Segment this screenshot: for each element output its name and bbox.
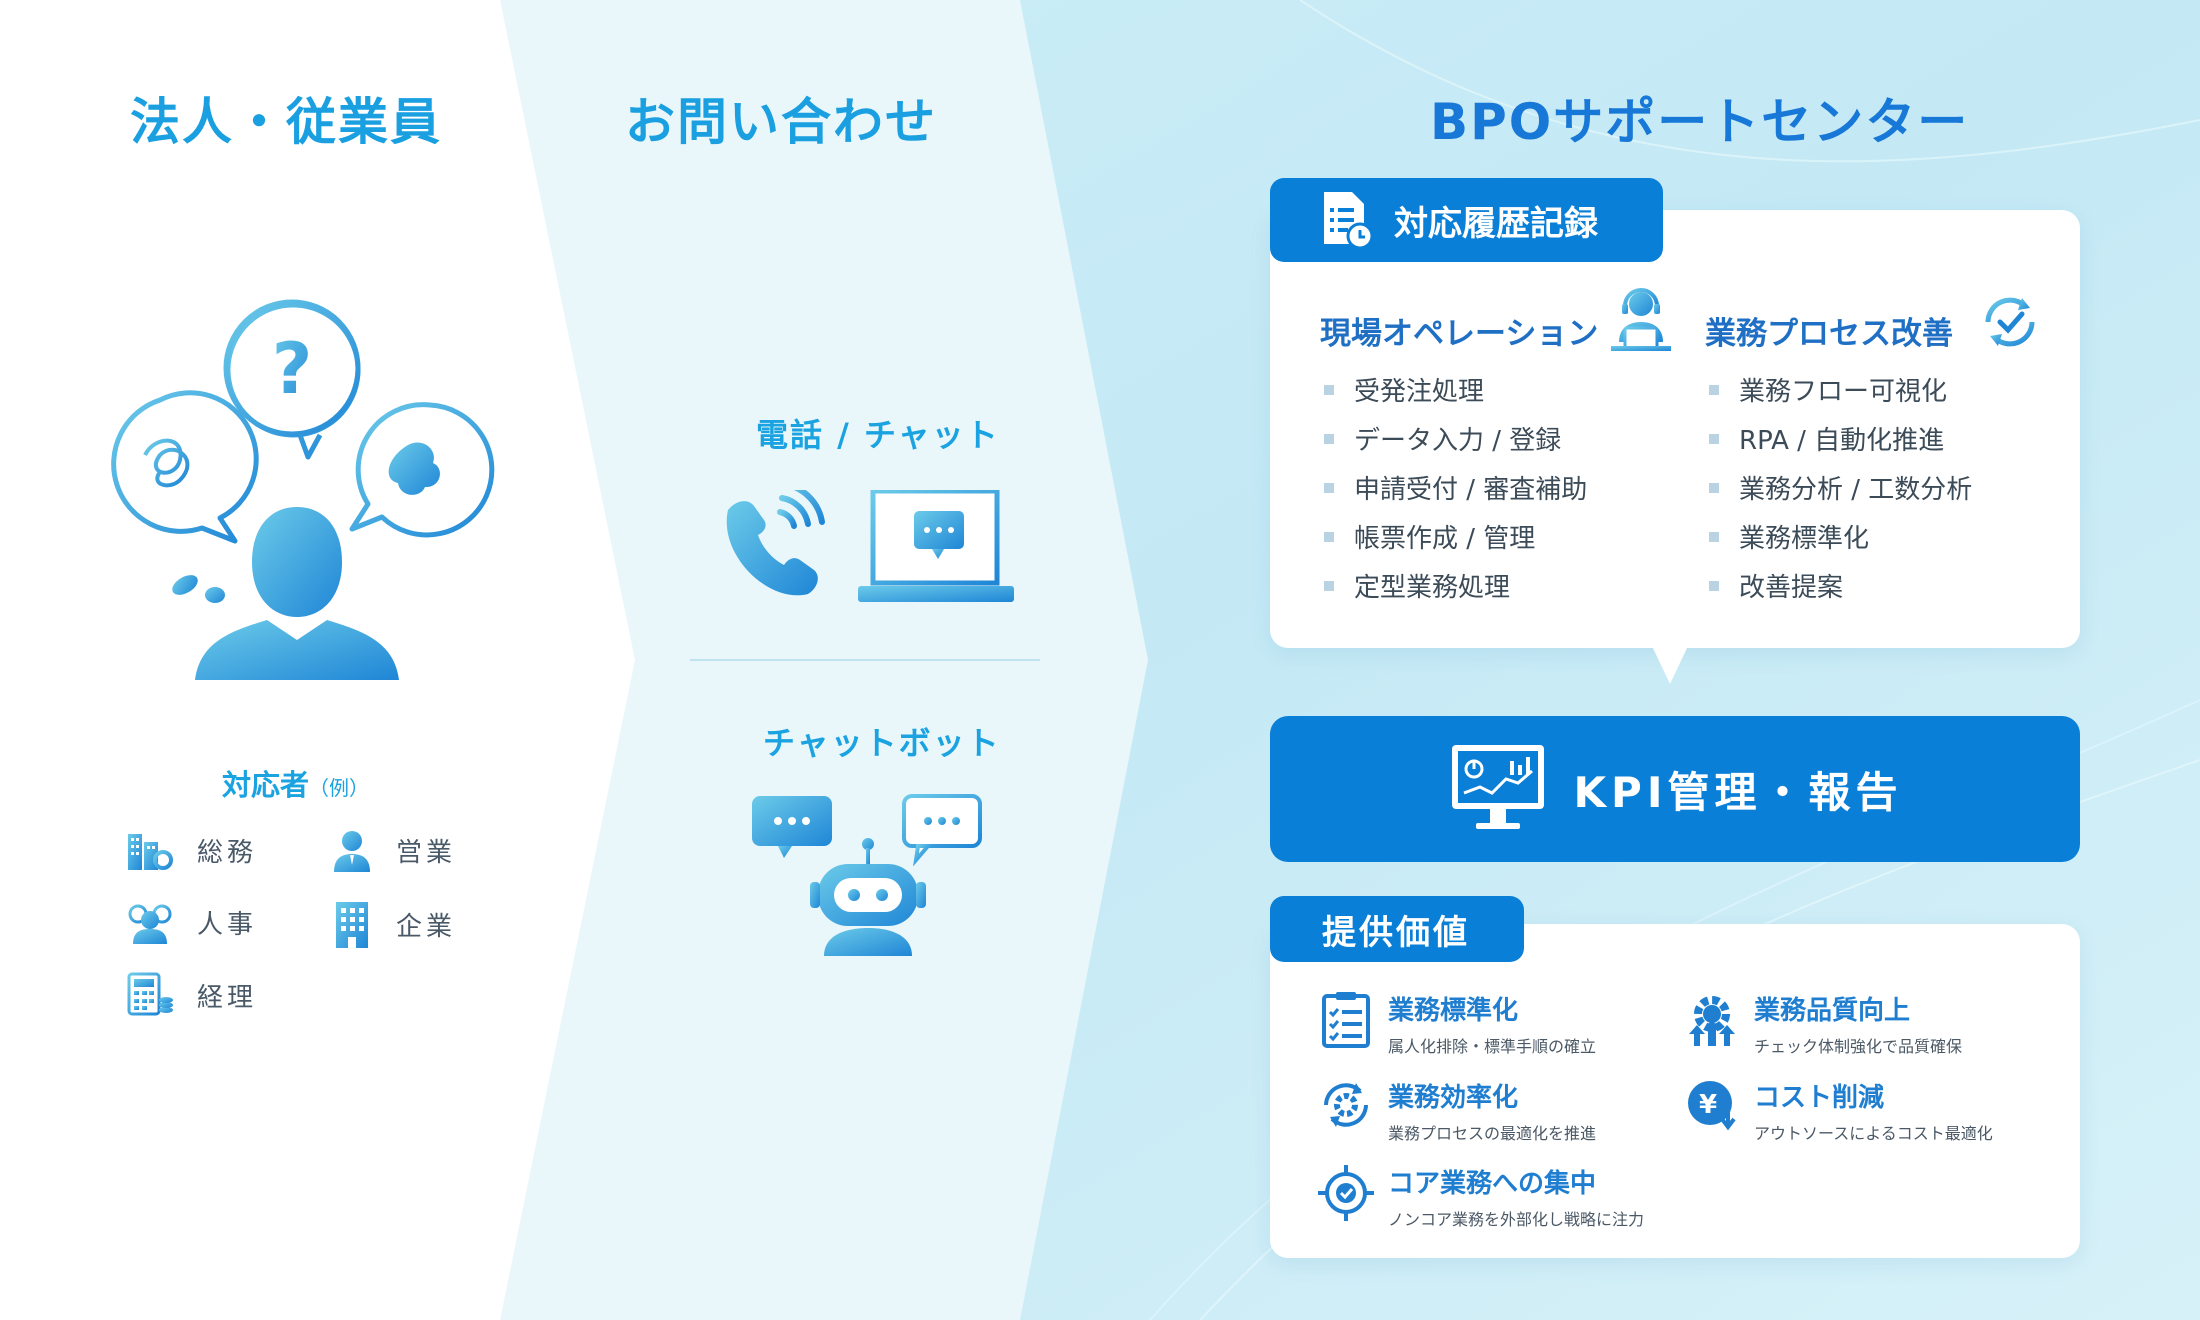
history-card bbox=[1270, 210, 2080, 648]
svg-text:¥: ¥ bbox=[1699, 1090, 1717, 1120]
value-item-cost: ¥ コスト削減アウトソースによるコスト最適化 bbox=[1684, 1077, 1993, 1144]
list-item: 業務分析 / 工数分析 bbox=[1709, 463, 1972, 512]
list-item: 定型業務処理 bbox=[1324, 561, 1587, 610]
chatbot-illustration bbox=[752, 794, 982, 956]
list-item-text: 定型業務処理 bbox=[1354, 573, 1511, 603]
phone-laptop-illustration bbox=[726, 490, 1014, 602]
list-item-text: 帳票作成 / 管理 bbox=[1354, 524, 1536, 554]
responder-accounting: 経理 bbox=[125, 972, 257, 1018]
confused-person-illustration: ? bbox=[111, 299, 495, 680]
responder-label: 人事 bbox=[197, 909, 258, 940]
value-item-title: コア業務への集中 bbox=[1388, 1169, 1597, 1199]
value-item-title: 業務標準化 bbox=[1388, 996, 1519, 1026]
value-item-desc: 属人化排除・標準手順の確立 bbox=[1388, 1037, 1597, 1056]
improvement-list: 業務フロー可視化 RPA / 自動化推進 業務分析 / 工数分析 業務標準化 改… bbox=[1709, 365, 1972, 610]
responder-label: 企業 bbox=[396, 911, 457, 942]
history-tab: 対応履歴記録 bbox=[1270, 178, 1663, 262]
responder-hr: 人事 bbox=[125, 900, 257, 944]
refresh-check-icon bbox=[1985, 297, 2035, 347]
value-item-desc: ノンコア業務を外部化し戦略に注力 bbox=[1388, 1210, 1645, 1229]
cycle-gear-icon bbox=[1324, 1083, 1368, 1127]
list-item-text: 業務標準化 bbox=[1739, 524, 1870, 554]
list-item-text: 申請受付 / 審査補助 bbox=[1354, 475, 1588, 505]
target-check-icon bbox=[1318, 1165, 1374, 1221]
value-item-desc: 業務プロセスの最適化を推進 bbox=[1388, 1124, 1597, 1143]
list-item: 業務標準化 bbox=[1709, 512, 1972, 561]
signal-icon bbox=[777, 490, 825, 529]
list-item-text: 改善提案 bbox=[1739, 573, 1844, 603]
responders-heading: 対応者（例） bbox=[222, 762, 369, 804]
kpi-label: KPI管理・報告 bbox=[1573, 767, 1903, 817]
phone-chat-title: 電話 / チャット bbox=[756, 416, 1000, 454]
list-item-text: 業務フロー可視化 bbox=[1739, 377, 1948, 407]
list-item-text: データ入力 / 登録 bbox=[1354, 426, 1562, 456]
gear-growth-icon bbox=[1689, 996, 1735, 1046]
kpi-banner: KPI管理・報告 bbox=[1270, 716, 2080, 862]
value-item-title: コスト削減 bbox=[1754, 1083, 1885, 1113]
value-item-desc: チェック体制強化で品質確保 bbox=[1754, 1037, 1963, 1056]
value-item-quality: 業務品質向上チェック体制強化で品質確保 bbox=[1684, 990, 1962, 1057]
list-item: 受発注処理 bbox=[1324, 365, 1587, 414]
list-item: RPA / 自動化推進 bbox=[1709, 414, 1972, 463]
history-tab-label: 対応履歴記録 bbox=[1394, 203, 1598, 244]
value-item-desc: アウトソースによるコスト最適化 bbox=[1754, 1124, 1993, 1143]
list-item: 業務フロー可視化 bbox=[1709, 365, 1972, 414]
phone-icon bbox=[726, 501, 818, 596]
list-item-text: 業務分析 / 工数分析 bbox=[1739, 475, 1973, 505]
responder-label: 総務 bbox=[197, 837, 258, 868]
value-item-standardization: 業務標準化属人化排除・標準手順の確立 bbox=[1318, 990, 1596, 1057]
yen-down-icon: ¥ bbox=[1688, 1081, 1736, 1131]
list-item-text: 受発注処理 bbox=[1354, 377, 1485, 407]
calculator-icon bbox=[127, 972, 173, 1016]
building-gear-icon bbox=[128, 834, 173, 870]
value-tab: 提供価値 bbox=[1270, 896, 1524, 962]
value-item-efficiency: 業務効率化業務プロセスの最適化を推進 bbox=[1318, 1077, 1596, 1144]
operator-headset-icon bbox=[1611, 288, 1671, 351]
people-icon bbox=[128, 904, 172, 944]
responder-company: 企業 bbox=[330, 900, 456, 948]
chatbot-title: チャットボット bbox=[763, 724, 1001, 762]
value-item-core-focus: コア業務への集中ノンコア業務を外部化し戦略に注力 bbox=[1318, 1163, 1644, 1230]
value-card bbox=[1270, 924, 2080, 1258]
checklist-icon bbox=[1322, 992, 1370, 1048]
responders-heading-text: 対応者 bbox=[222, 768, 310, 802]
document-clock-icon bbox=[1324, 192, 1374, 250]
svg-text:?: ? bbox=[272, 328, 313, 410]
responders-heading-note: （例） bbox=[309, 776, 370, 800]
list-item: データ入力 / 登録 bbox=[1324, 414, 1587, 463]
left-column-title: 法人・従業員 bbox=[130, 93, 442, 151]
operations-heading: 現場オペレーション bbox=[1320, 316, 1599, 352]
monitor-chart-icon bbox=[1451, 745, 1544, 829]
operations-list: 受発注処理 データ入力 / 登録 申請受付 / 審査補助 帳票作成 / 管理 定… bbox=[1324, 365, 1587, 610]
responder-label: 経理 bbox=[197, 982, 258, 1013]
responder-sales: 営業 bbox=[330, 828, 456, 872]
value-item-title: 業務品質向上 bbox=[1754, 996, 1911, 1026]
list-item-text: RPA / 自動化推進 bbox=[1739, 426, 1945, 456]
right-column-title: BPOサポートセンター bbox=[1430, 93, 1970, 151]
value-tab-label: 提供価値 bbox=[1322, 912, 1470, 953]
office-building-icon bbox=[336, 902, 368, 948]
middle-column-title: お問い合わせ bbox=[625, 93, 937, 151]
list-item: 申請受付 / 審査補助 bbox=[1324, 463, 1587, 512]
responder-label: 営業 bbox=[396, 837, 457, 868]
list-item: 改善提案 bbox=[1709, 561, 1972, 610]
list-item: 帳票作成 / 管理 bbox=[1324, 512, 1587, 561]
callout-pointer bbox=[1652, 646, 1688, 684]
responder-general-affairs: 総務 bbox=[125, 828, 257, 872]
value-item-title: 業務効率化 bbox=[1388, 1083, 1519, 1113]
improvement-heading: 業務プロセス改善 bbox=[1705, 316, 1953, 352]
businessperson-icon bbox=[334, 831, 370, 872]
